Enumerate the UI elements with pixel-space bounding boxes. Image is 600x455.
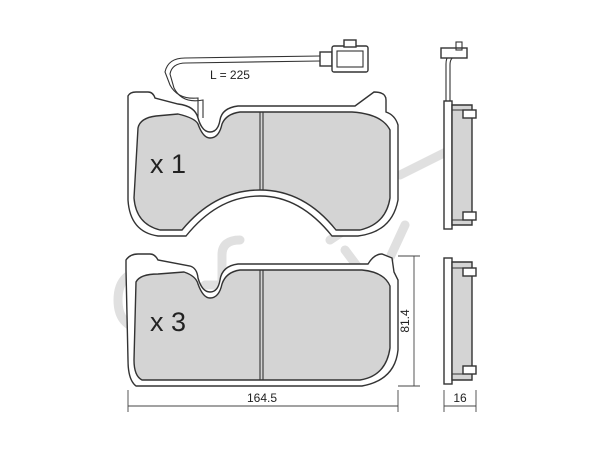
width-dimension-label: 164.5	[247, 391, 277, 405]
upper-side-lining	[451, 104, 473, 226]
upper-brake-pad	[127, 91, 399, 237]
height-dimension-line	[398, 255, 420, 387]
wear-sensor	[164, 39, 369, 118]
thickness-dimension-label: 16	[453, 391, 467, 405]
upper-pad-quantity: x 1	[150, 149, 186, 179]
upper-pad-side-view	[440, 41, 477, 230]
lower-pad-side-view	[443, 257, 477, 385]
side-sensor-clip	[440, 47, 468, 59]
upper-side-backing	[443, 100, 453, 230]
lower-side-lining	[451, 261, 473, 381]
upper-friction-lining	[133, 111, 391, 231]
height-dimension-label: 81.4	[398, 309, 412, 333]
thickness-dimension-line	[443, 390, 477, 412]
sensor-cable	[164, 55, 321, 118]
lower-pad-quantity: x 3	[150, 307, 186, 337]
lower-friction-lining	[133, 269, 391, 381]
width-dimension-line	[127, 390, 399, 412]
side-sensor-wire	[449, 55, 460, 101]
cable-length-label: L = 225	[210, 68, 250, 82]
lower-side-backing	[443, 257, 453, 385]
connector-collar	[319, 51, 333, 67]
lower-brake-pad	[125, 253, 399, 387]
